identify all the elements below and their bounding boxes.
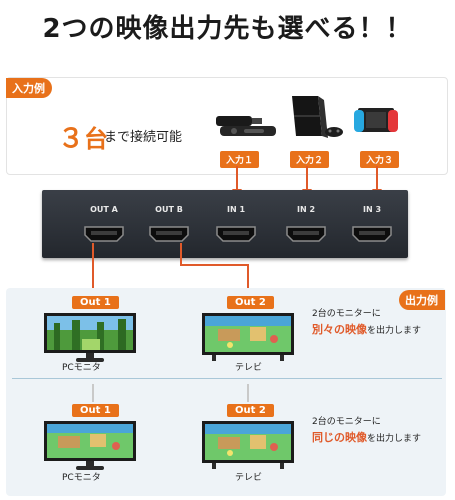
output-description-2: 2台のモニターに 同じの映像を出力します	[312, 414, 421, 447]
description-line-1: 2台のモニターに	[312, 309, 381, 319]
pc-monitor-caption-2: PCモニタ	[62, 473, 101, 483]
description-highlight-line-2: 同じの映像を出力します	[312, 430, 421, 447]
description-line-2: 2台のモニターに	[312, 417, 381, 427]
port-label-in-3: IN 3	[362, 205, 382, 214]
description-highlight-line-1: 別々の映像を出力します	[312, 322, 421, 339]
pc-monitor-forest-icon	[42, 311, 138, 369]
hdmi-switcher	[42, 190, 408, 258]
tv-caption-2: テレビ	[235, 473, 263, 483]
out-1-label: Out 1	[72, 296, 119, 309]
description-tail-1: を出力します	[367, 326, 422, 336]
port-label-in-2: IN 2	[296, 205, 316, 214]
hdmi-port-out-a-icon	[83, 225, 125, 243]
input-count: ３台	[58, 118, 108, 155]
page-title: 2つの映像出力先も選べる！！	[42, 14, 413, 44]
out-1-label-row-2: Out 1	[72, 404, 119, 417]
out-b-connector-across	[180, 264, 248, 266]
handheld-console-icon	[352, 102, 408, 144]
out-2-label: Out 2	[227, 296, 274, 309]
input-example-tag: 入力例	[6, 78, 52, 98]
description-tail-2: を出力します	[367, 434, 422, 444]
input-2-label: 入力２	[290, 151, 330, 168]
out-a-connector	[92, 243, 94, 292]
input-count-number: ３	[58, 124, 85, 154]
port-label-out-b: OUT B	[155, 205, 183, 214]
tv-caption-1: テレビ	[235, 363, 263, 373]
port-label-in-1: IN 1	[226, 205, 246, 214]
out-b-connector-row-2	[247, 384, 249, 402]
input-2-connector	[306, 166, 308, 191]
hdmi-port-in-1-icon	[215, 225, 257, 243]
input-3-label: 入力３	[360, 151, 400, 168]
hdmi-port-in-3-icon	[351, 225, 393, 243]
out-b-connector-down	[180, 243, 182, 265]
hdmi-port-out-b-icon	[148, 225, 190, 243]
output-description-1: 2台のモニターに 別々の映像を出力します	[312, 306, 421, 339]
fire-tv-stick-icon	[214, 112, 280, 150]
input-count-description: まで接続可能	[104, 130, 183, 145]
game-console-icon	[288, 92, 344, 146]
input-1-connector	[236, 166, 238, 191]
output-row-divider	[12, 378, 442, 379]
description-highlight-2: 同じの映像	[312, 431, 367, 444]
input-1-label: 入力１	[220, 151, 260, 168]
out-a-connector-row-2	[92, 384, 94, 402]
input-count-unit: 台	[84, 125, 109, 153]
input-3-connector	[376, 166, 378, 191]
out-2-label-row-2: Out 2	[227, 404, 274, 417]
out-b-connector-to-tv	[247, 264, 249, 292]
port-label-out-a: OUT A	[90, 205, 118, 214]
description-highlight-1: 別々の映像	[312, 323, 367, 336]
pc-monitor-game-screen-icon	[42, 419, 138, 477]
pc-monitor-caption-1: PCモニタ	[62, 363, 101, 373]
tv-game-screen-icon	[200, 311, 296, 367]
hdmi-port-in-2-icon	[285, 225, 327, 243]
tv-game-screen-icon-2	[200, 419, 296, 475]
output-example-tag: 出力例	[399, 290, 445, 310]
